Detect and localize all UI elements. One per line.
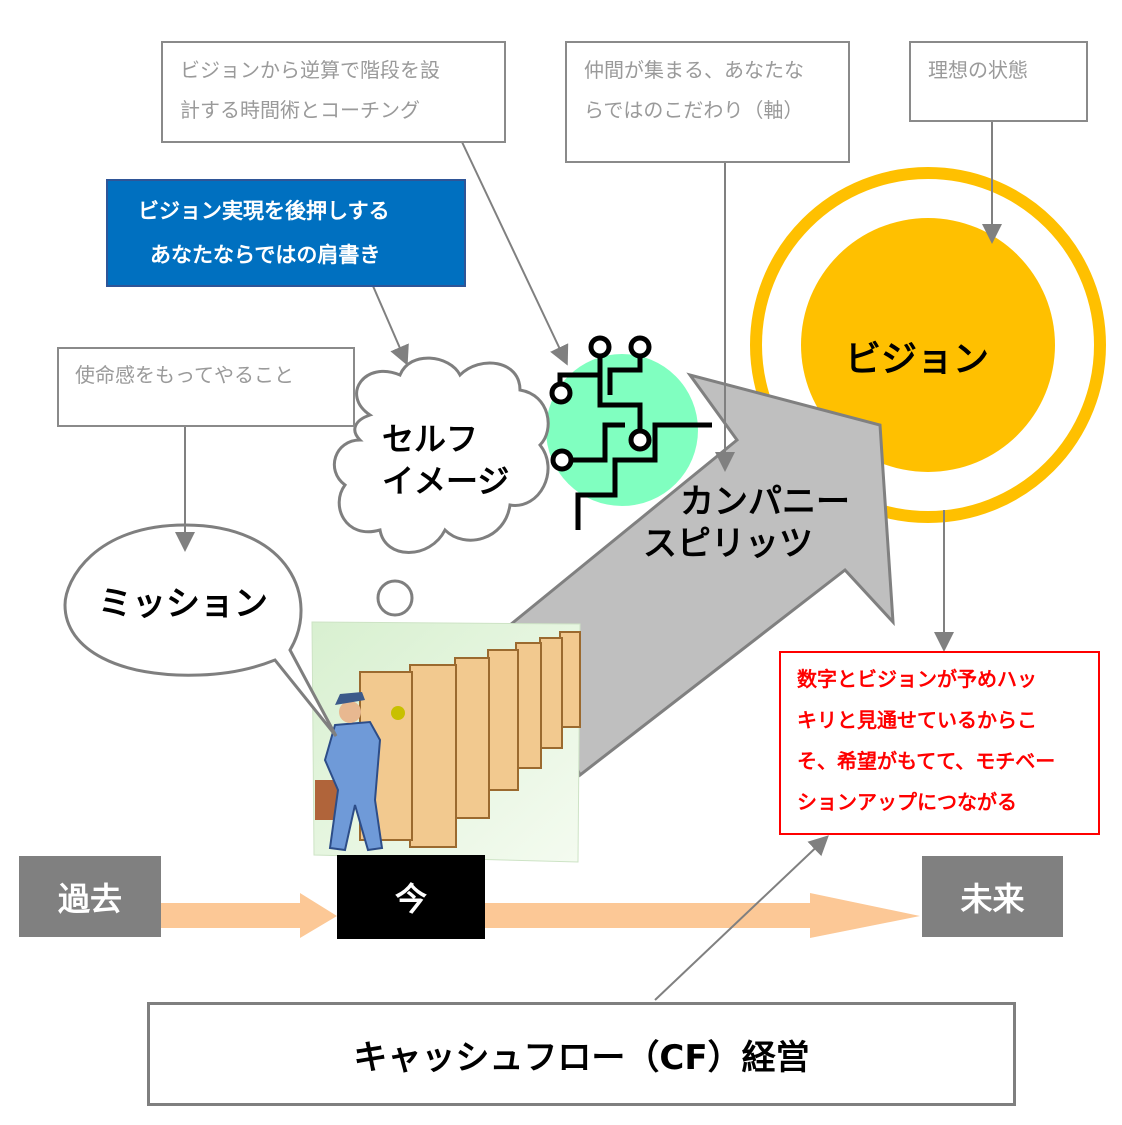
vision-circle [801,218,1055,472]
note-line: ビジョンから逆算で階段を設 [180,58,440,82]
company-spirit-label: カンパニー [680,482,850,522]
note-line: 使命感をもってやること [75,363,294,387]
company-spirit-label: スピリッツ [643,524,813,564]
vision-outer-ring [750,167,1106,523]
note-line: 計する時間術とコーチング [180,98,420,122]
circuit-icon [549,335,712,530]
note-motivation: 数字とビジョンが予めハッ キリと見通せているからこ そ、希望がもてて、モチベー … [779,651,1100,835]
note-credentials: ビジョン実現を後押しする あなたならではの肩書き [106,179,466,287]
self-image-cloud [332,356,550,554]
company-spirit-circle [546,354,698,506]
thought-bubble-large [376,579,414,617]
growth-arrow [508,372,895,778]
note-line: らではのこだわり（軸） [584,98,804,122]
note-ideal-state: 理想の状態 [909,41,1088,122]
timeline-now: 今 [337,855,485,939]
self-image-label: イメージ [382,462,510,500]
cashflow-management-box: キャッシュフロー（CF）経営 [147,1002,1016,1106]
note-line: 数字とビジョンが予めハッ [797,667,1037,691]
mission-label: ミッション [98,584,268,624]
note-line: 仲間が集まる、あなたな [584,58,804,82]
timeline-past: 過去 [19,856,161,937]
mission-speech-bubble [63,523,338,737]
note-line: あなたならではの肩書き [150,243,381,267]
note-line: そ、希望がもてて、モチベー [797,749,1056,773]
note-time-management: ビジョンから逆算で階段を設 計する時間術とコーチング [161,41,506,143]
timeline-future: 未来 [922,856,1063,937]
note-line: ションアップにつながる [797,790,1017,814]
timeline-arrow-future [484,893,920,938]
timeline-arrow-past [160,893,337,938]
note-companions: 仲間が集まる、あなたな らではのこだわり（軸） [565,41,850,163]
note-line: キリと見通せているからこ [797,708,1037,732]
note-line: ビジョン実現を後押しする [138,199,390,223]
self-image-label: セルフ [382,420,479,458]
note-line: 理想の状態 [928,58,1028,82]
note-mission: 使命感をもってやること [57,347,355,427]
person-icon [315,692,384,852]
doors-picture [311,621,581,863]
vision-label: ビジョン [845,339,990,380]
